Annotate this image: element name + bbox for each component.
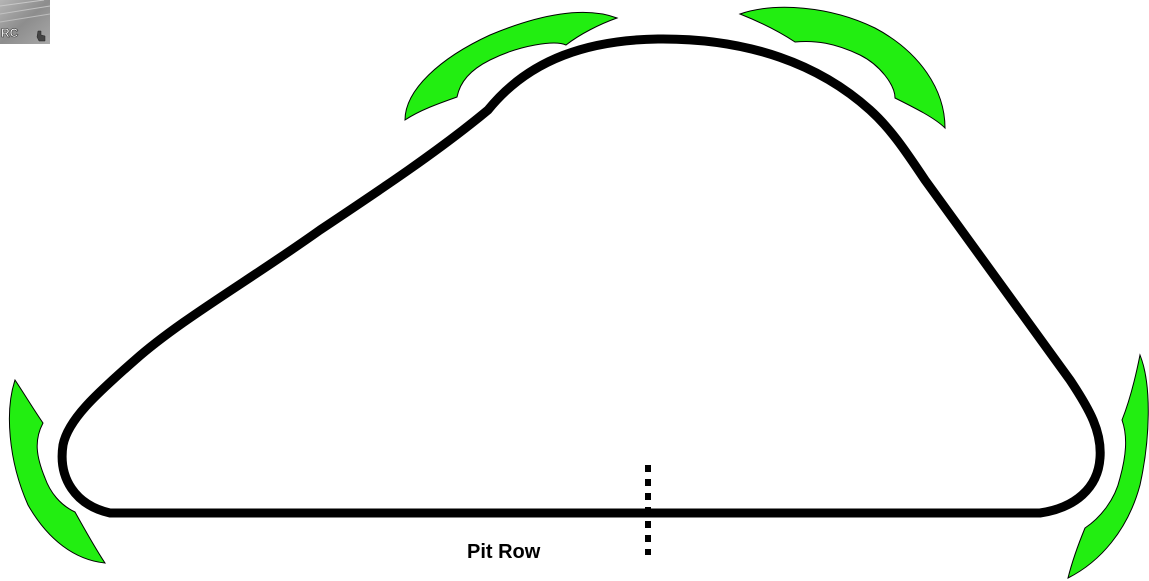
barrier-top-right bbox=[738, 6, 946, 130]
barrier-top-left bbox=[404, 11, 619, 121]
logo-text: RC bbox=[1, 26, 19, 40]
track-outline bbox=[57, 34, 1105, 518]
barrier-bottom-left bbox=[8, 378, 107, 564]
pit-row-label: Pit Row bbox=[467, 541, 541, 563]
barrier-bottom-right bbox=[1067, 353, 1149, 579]
barriers bbox=[8, 6, 1149, 579]
hand-pointer-icon bbox=[36, 30, 46, 42]
logo-badge: RC bbox=[0, 0, 51, 44]
